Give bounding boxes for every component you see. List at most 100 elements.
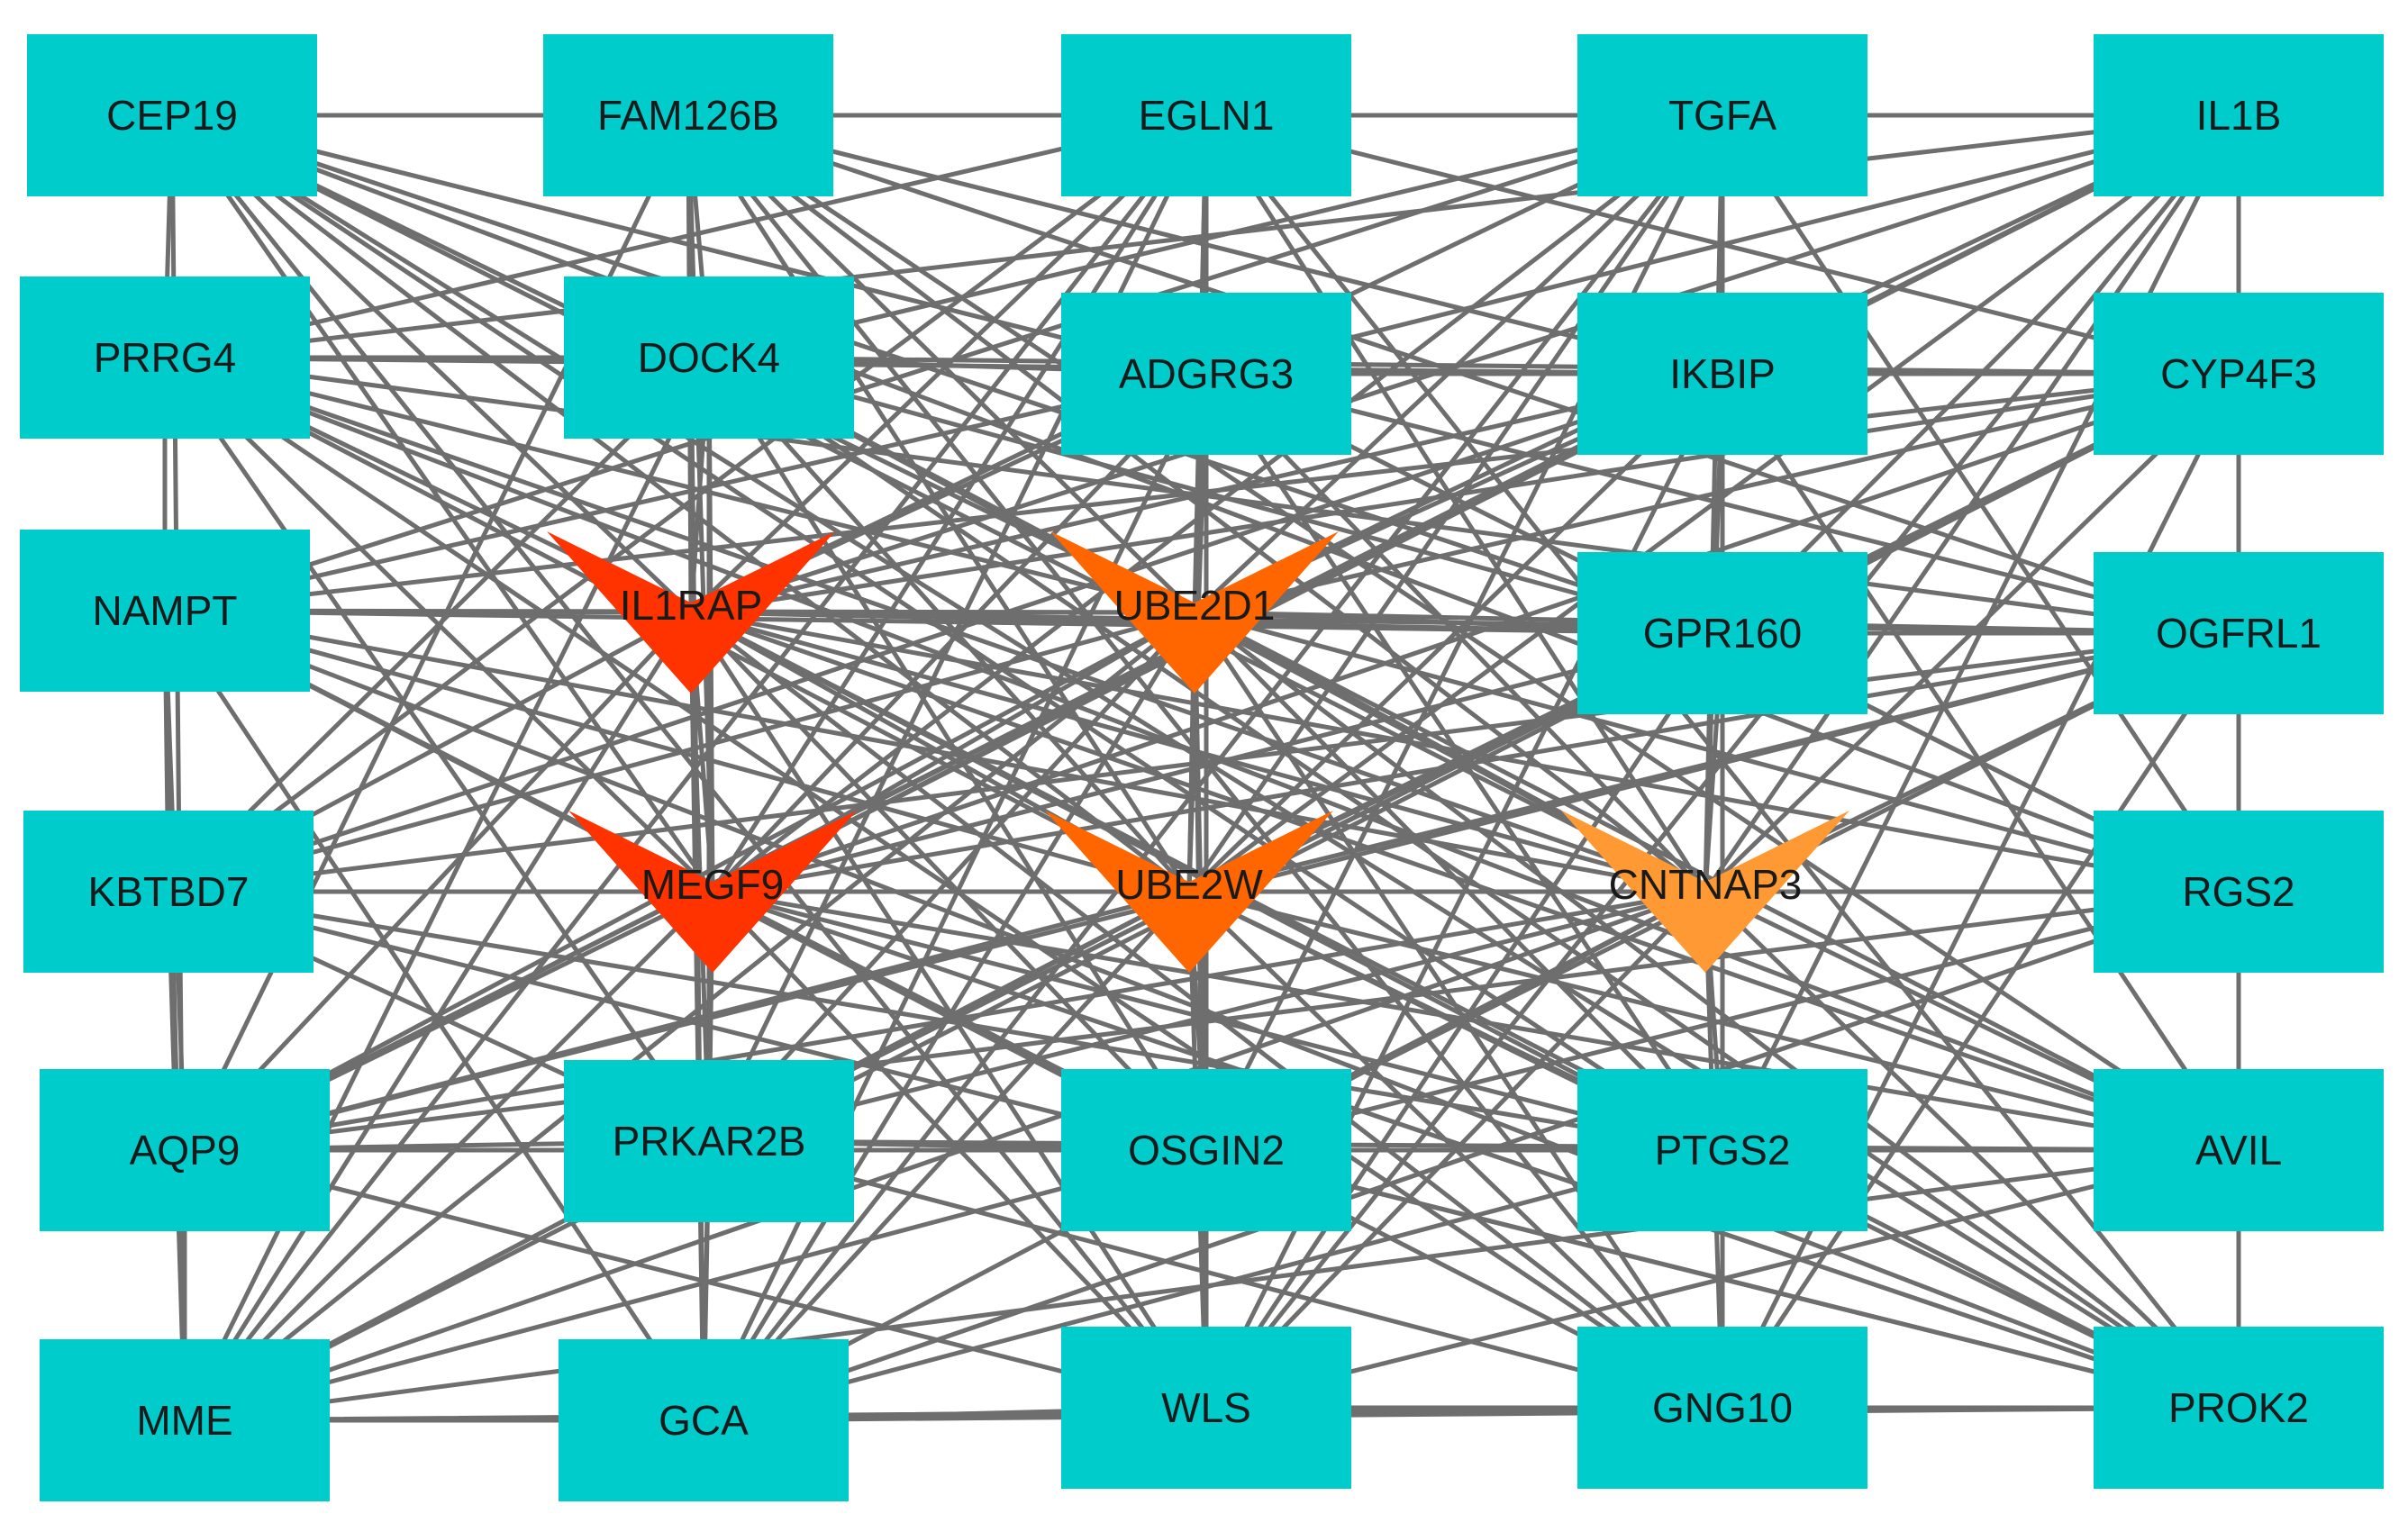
node-wls[interactable]: WLS — [1061, 1327, 1351, 1489]
edge-CNTNAP3-FAM126B — [686, 113, 1708, 894]
edge-CEP19-GPR160 — [169, 113, 1725, 636]
node-fam126b[interactable]: FAM126B — [543, 34, 833, 196]
node-box — [543, 34, 833, 196]
node-v-marker — [1561, 811, 1849, 973]
node-label: MME — [136, 1397, 232, 1444]
node-label: GCA — [659, 1397, 749, 1444]
edge-AVIL-MEGF9 — [710, 889, 2241, 1153]
edge-AVIL-FAM126B — [686, 113, 2241, 1153]
edge-DOCK4-OSGIN2 — [706, 355, 1209, 1153]
node-ube2d1[interactable]: UBE2D1 — [1050, 531, 1339, 694]
node-label: WLS — [1161, 1384, 1251, 1431]
node-box — [1577, 552, 1867, 714]
node-label: MEGF9 — [641, 861, 784, 908]
edge-GPR160-NAMPT — [162, 608, 1725, 636]
edge-OGFRL1-PRRG4 — [162, 355, 2241, 636]
edge-IKBIP-WLS — [1204, 371, 1725, 1410]
node-label: PTGS2 — [1655, 1127, 1791, 1174]
edge-CNTNAP3-MME — [182, 889, 1708, 1423]
node-box — [1577, 293, 1867, 455]
edge-PRKAR2B-UBE2D1 — [706, 610, 1197, 1144]
node-label: IKBIP — [1669, 350, 1776, 397]
edge-MEGF9-MME — [182, 889, 715, 1423]
edge-CYP4F3-DOCK4 — [706, 355, 2241, 376]
edge-MME-NAMPT — [162, 608, 187, 1423]
node-adgrg3[interactable]: ADGRG3 — [1061, 293, 1351, 455]
node-rgs2[interactable]: RGS2 — [2094, 811, 2384, 973]
node-cntnap3[interactable]: CNTNAP3 — [1561, 811, 1849, 973]
node-label: OGFRL1 — [2156, 610, 2322, 657]
node-box — [1061, 293, 1351, 455]
node-ube2w[interactable]: UBE2W — [1045, 811, 1333, 973]
node-osgin2[interactable]: OSGIN2 — [1061, 1069, 1351, 1231]
node-cyp4f3[interactable]: CYP4F3 — [2094, 293, 2384, 455]
edge-CYP4F3-NAMPT — [162, 371, 2241, 613]
node-box — [564, 1060, 854, 1222]
node-label: PRRG4 — [94, 334, 236, 381]
node-label: IL1RAP — [620, 582, 763, 629]
edge-NAMPT-PROK2 — [162, 608, 2241, 1410]
node-box — [1577, 34, 1867, 196]
edge-DOCK4-UBE2W — [706, 355, 1192, 894]
edge-PROK2-UBE2D1 — [1192, 610, 2241, 1410]
edge-ADGRG3-CNTNAP3 — [1204, 371, 1708, 894]
edge-AQP9-IKBIP — [182, 371, 1725, 1153]
node-label: UBE2W — [1115, 861, 1263, 908]
node-ogfrl1[interactable]: OGFRL1 — [2094, 552, 2384, 714]
node-label: PROK2 — [2168, 1384, 2309, 1431]
node-prkar2b[interactable]: PRKAR2B — [564, 1060, 854, 1222]
node-cep19[interactable]: CEP19 — [27, 34, 317, 196]
node-label: DOCK4 — [638, 334, 780, 381]
node-box — [40, 1339, 330, 1501]
node-nampt[interactable]: NAMPT — [20, 530, 310, 692]
node-gng10[interactable]: GNG10 — [1577, 1327, 1867, 1489]
node-gca[interactable]: GCA — [559, 1339, 849, 1501]
node-ikbip[interactable]: IKBIP — [1577, 293, 1867, 455]
node-tgfa[interactable]: TGFA — [1577, 34, 1867, 196]
node-egln1[interactable]: EGLN1 — [1061, 34, 1351, 196]
edge-CNTNAP3-NAMPT — [162, 608, 1708, 894]
node-box — [1061, 34, 1351, 196]
edge-MEGF9-TGFA — [710, 113, 1725, 894]
node-box — [2094, 1069, 2384, 1231]
edge-AVIL-IL1RAP — [688, 610, 2241, 1153]
edge-DOCK4-MME — [182, 355, 712, 1423]
node-box — [40, 1069, 330, 1231]
edge-CYP4F3-GNG10 — [1720, 371, 2241, 1410]
edge-AQP9-IL1RAP — [182, 610, 694, 1153]
node-label: EGLN1 — [1139, 92, 1275, 139]
edge-GNG10-OGFRL1 — [1720, 630, 2241, 1410]
node-label: CNTNAP3 — [1609, 861, 1803, 908]
edge-EGLN1-KBTBD7 — [166, 113, 1209, 894]
node-avil[interactable]: AVIL — [2094, 1069, 2384, 1231]
node-box — [2094, 1327, 2384, 1489]
node-gpr160[interactable]: GPR160 — [1577, 552, 1867, 714]
edge-EGLN1-PROK2 — [1204, 113, 2241, 1410]
edge-DOCK4-GPR160 — [706, 355, 1725, 636]
node-prok2[interactable]: PROK2 — [2094, 1327, 2384, 1489]
node-v-marker — [547, 531, 835, 694]
node-il1rap[interactable]: IL1RAP — [547, 531, 835, 694]
node-label: ADGRG3 — [1119, 350, 1294, 397]
node-v-marker — [1050, 531, 1339, 694]
node-ptgs2[interactable]: PTGS2 — [1577, 1069, 1867, 1231]
node-dock4[interactable]: DOCK4 — [564, 276, 854, 439]
node-box — [23, 811, 313, 973]
node-box — [1577, 1069, 1867, 1231]
node-box — [1061, 1069, 1351, 1231]
node-label: FAM126B — [597, 92, 779, 139]
node-label: KBTBD7 — [88, 868, 250, 915]
node-label: PRKAR2B — [613, 1118, 806, 1165]
node-label: UBE2D1 — [1114, 582, 1276, 629]
edge-CNTNAP3-EGLN1 — [1204, 113, 1708, 894]
node-megf9[interactable]: MEGF9 — [568, 811, 857, 973]
node-box — [559, 1339, 849, 1501]
node-mme[interactable]: MME — [40, 1339, 330, 1501]
edge-CEP19-WLS — [169, 113, 1209, 1410]
node-layer: CEP19 FAM126B EGLN1 TGFA IL1B PRRG4 DOCK4 ADGRG… — [20, 34, 2384, 1501]
node-prrg4[interactable]: PRRG4 — [20, 276, 310, 439]
node-il1b[interactable]: IL1B — [2094, 34, 2384, 196]
node-kbtbd7[interactable]: KBTBD7 — [23, 811, 313, 973]
node-aqp9[interactable]: AQP9 — [40, 1069, 330, 1231]
edge-EGLN1-PRRG4 — [162, 113, 1209, 360]
